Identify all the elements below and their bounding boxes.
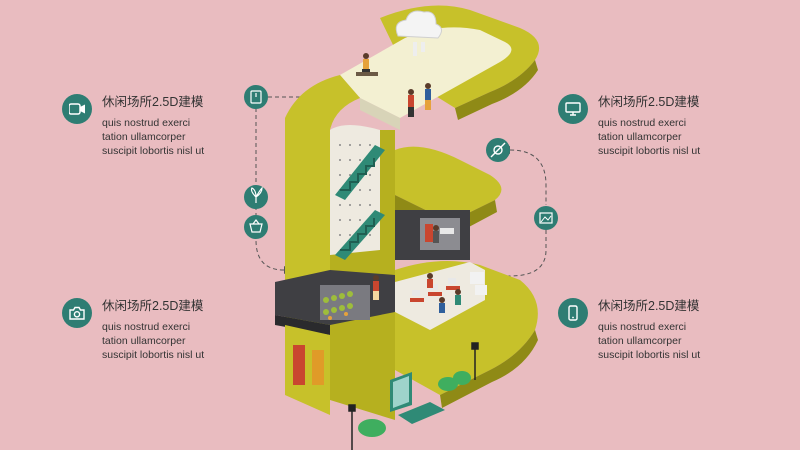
camera-icon bbox=[62, 298, 92, 328]
settings-icon bbox=[486, 138, 510, 162]
feature-top-left: 休闲场所2.5D建模 quis nostrud exerci tation ul… bbox=[62, 94, 204, 158]
feature-line: suscipit lobortis nisl ut bbox=[102, 349, 205, 361]
image-frame-icon bbox=[534, 206, 558, 230]
video-camera-icon bbox=[62, 94, 92, 124]
mobile-phone-icon bbox=[558, 298, 588, 328]
cloud-upload-icon bbox=[395, 10, 442, 56]
bushes bbox=[358, 371, 471, 437]
street-lamp bbox=[348, 342, 479, 450]
location-pin-icon bbox=[244, 85, 268, 109]
feature-bottom-right: 休闲场所2.5D建模 quis nostrud exerci tation ul… bbox=[558, 298, 700, 362]
feature-line: tation ullamcorper bbox=[598, 335, 682, 347]
feature-line: suscipit lobortis nisl ut bbox=[598, 145, 701, 157]
feature-title: 休闲场所2.5D建模 bbox=[102, 299, 204, 313]
feature-line: quis nostrud exerci bbox=[598, 117, 687, 129]
feature-bottom-left: 休闲场所2.5D建模 quis nostrud exerci tation ul… bbox=[62, 298, 204, 362]
feature-line: tation ullamcorper bbox=[102, 335, 186, 347]
feature-line: quis nostrud exerci bbox=[102, 321, 191, 333]
feature-title: 休闲场所2.5D建模 bbox=[598, 95, 700, 109]
feature-description: quis nostrud exerci tation ullamcorper s… bbox=[102, 320, 204, 362]
feature-line: tation ullamcorper bbox=[102, 131, 186, 143]
shopping-basket-icon bbox=[244, 215, 268, 239]
feature-top-right: 休闲场所2.5D建模 quis nostrud exerci tation ul… bbox=[558, 94, 700, 158]
feature-line: suscipit lobortis nisl ut bbox=[598, 349, 701, 361]
feature-line: suscipit lobortis nisl ut bbox=[102, 145, 205, 157]
feature-line: quis nostrud exerci bbox=[598, 321, 687, 333]
plant-icon bbox=[244, 185, 268, 209]
feature-line: quis nostrud exerci bbox=[102, 117, 191, 129]
feature-line: tation ullamcorper bbox=[598, 131, 682, 143]
feature-title: 休闲场所2.5D建模 bbox=[598, 299, 700, 313]
feature-description: quis nostrud exerci tation ullamcorper s… bbox=[102, 116, 204, 158]
person-figures bbox=[356, 53, 461, 313]
monitor-icon bbox=[558, 94, 588, 124]
plant-shelves bbox=[323, 291, 353, 315]
teal-staircase bbox=[335, 145, 385, 260]
feature-description: quis nostrud exerci tation ullamcorper s… bbox=[598, 320, 700, 362]
feature-title: 休闲场所2.5D建模 bbox=[102, 95, 204, 109]
feature-description: quis nostrud exerci tation ullamcorper s… bbox=[598, 116, 700, 158]
desk-row bbox=[410, 286, 460, 302]
